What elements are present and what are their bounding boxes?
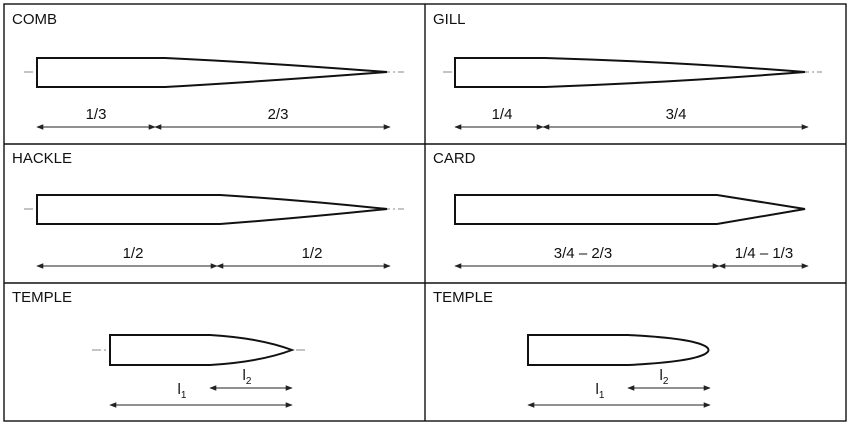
l1-subscript: 1 bbox=[599, 390, 605, 401]
panel-title: COMB bbox=[12, 11, 57, 28]
l1-letter: l bbox=[178, 381, 181, 398]
panel-title: CARD bbox=[433, 150, 476, 167]
panel-title: TEMPLE bbox=[12, 289, 72, 306]
l1-subscript: 1 bbox=[181, 390, 187, 401]
panel-hackle: HACKLE 1/2 1/2 bbox=[12, 150, 404, 269]
needle-profile bbox=[36, 194, 388, 225]
right-fraction: 2/3 bbox=[268, 106, 289, 123]
panel-temple-rounded: TEMPLE l2 l1 bbox=[433, 289, 711, 408]
l1-letter: l bbox=[596, 381, 599, 398]
needle-profile bbox=[109, 334, 295, 366]
l2-subscript: 2 bbox=[246, 376, 252, 387]
panel-grid bbox=[3, 3, 847, 422]
left-fraction: 1/3 bbox=[86, 106, 107, 123]
left-fraction: 1/2 bbox=[123, 245, 144, 262]
l2-letter: l bbox=[243, 367, 246, 384]
l2-label: l2 bbox=[243, 367, 252, 387]
panel-title: TEMPLE bbox=[433, 289, 493, 306]
panel-title: HACKLE bbox=[12, 150, 72, 167]
l1-label: l1 bbox=[178, 381, 187, 401]
right-fraction: 1/4 – 1/3 bbox=[735, 245, 793, 262]
left-fraction: 1/4 bbox=[492, 106, 513, 123]
needle-profile bbox=[36, 57, 388, 88]
needle-profile bbox=[454, 57, 806, 88]
right-fraction: 1/2 bbox=[302, 245, 323, 262]
panel-card: CARD 3/4 – 2/3 1/4 – 1/3 bbox=[433, 150, 809, 269]
left-fraction: 3/4 – 2/3 bbox=[554, 245, 612, 262]
panel-title: GILL bbox=[433, 11, 466, 28]
panel-comb: COMB 1/3 2/3 bbox=[12, 11, 404, 130]
panel-gill: GILL 1/4 3/4 bbox=[433, 11, 822, 130]
l2-letter: l bbox=[660, 367, 663, 384]
l2-label: l2 bbox=[660, 367, 669, 387]
panel-temple-pointed: TEMPLE l2 l1 bbox=[12, 289, 306, 408]
right-fraction: 3/4 bbox=[666, 106, 687, 123]
needle-profile bbox=[527, 334, 710, 366]
needle-profile bbox=[454, 194, 806, 225]
l2-subscript: 2 bbox=[663, 376, 669, 387]
l1-label: l1 bbox=[596, 381, 605, 401]
